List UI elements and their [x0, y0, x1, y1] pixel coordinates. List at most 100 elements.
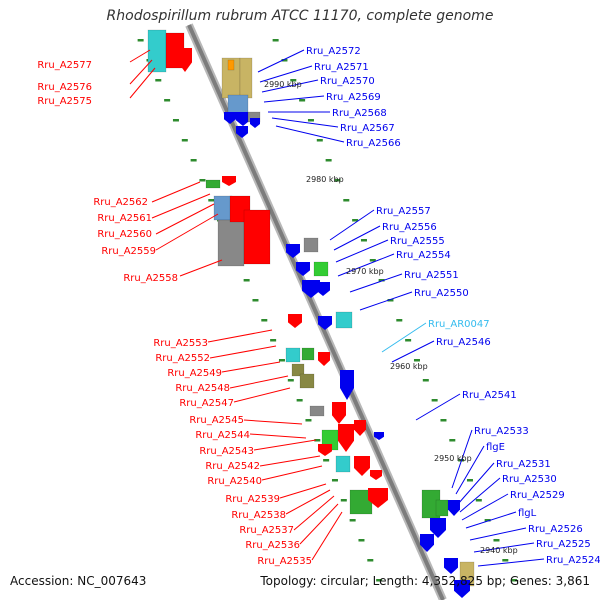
- leader-line: [299, 503, 339, 545]
- tick-mark: [493, 539, 500, 542]
- tick-mark: [466, 479, 473, 482]
- tick-mark: [405, 339, 412, 342]
- leader-line: [259, 455, 321, 467]
- gene-arrow: [318, 352, 330, 366]
- leader-line: [129, 67, 156, 99]
- gene-arrow: [338, 424, 354, 452]
- leader-line: [179, 259, 223, 277]
- gene-label: Rru_A2550: [414, 288, 469, 299]
- leader-line: [151, 181, 201, 203]
- tick-mark: [369, 259, 376, 262]
- tick-mark: [299, 99, 306, 102]
- gene-arrow: [368, 488, 388, 508]
- tick-mark: [287, 379, 294, 382]
- tick-mark: [252, 299, 259, 302]
- leader-line: [415, 393, 461, 421]
- tick-mark: [475, 499, 482, 502]
- leader-line: [257, 49, 305, 73]
- gene-arrow: [316, 282, 330, 296]
- gene-label: Rru_A2536: [245, 540, 300, 551]
- leader-line: [451, 429, 473, 489]
- gene-label: Rru_A2529: [510, 490, 565, 501]
- gene-label: Rru_A2571: [314, 62, 369, 73]
- tick-mark: [172, 119, 179, 122]
- tick-marks: [137, 39, 518, 582]
- tick-mark: [413, 359, 420, 362]
- leader-line: [207, 329, 273, 343]
- gene-arrow: [430, 518, 446, 538]
- gene-block: [217, 219, 245, 267]
- tick-mark: [164, 99, 171, 102]
- leader-line: [233, 387, 291, 403]
- gene-label: Rru_A2556: [382, 222, 437, 233]
- tick-mark: [199, 179, 206, 182]
- gene-block: [213, 195, 233, 221]
- gene-arrow: [340, 370, 354, 400]
- leader-line: [221, 361, 281, 373]
- tick-mark: [484, 519, 491, 522]
- gene-block: [239, 57, 253, 99]
- leader-line: [465, 511, 517, 529]
- tick-mark: [376, 579, 383, 582]
- kbp-label: 2980 kbp: [306, 175, 344, 184]
- gene-arrow: [420, 534, 434, 552]
- gene-label: Rru_A2554: [396, 250, 451, 261]
- tick-mark: [340, 499, 347, 502]
- gene-label: Rru_A2530: [502, 474, 557, 485]
- gene-block: [435, 499, 449, 517]
- gene-arrow: [222, 176, 236, 186]
- tick-mark: [137, 39, 144, 42]
- gene-label: Rru_A2525: [536, 539, 591, 550]
- gene-arrow: [224, 112, 236, 124]
- tick-mark: [281, 59, 288, 62]
- tick-mark: [387, 299, 394, 302]
- leader-line: [129, 49, 151, 63]
- leader-line: [155, 213, 219, 251]
- gene-block: [243, 209, 271, 265]
- gene-label: Rru_A2549: [167, 368, 222, 379]
- leader-line: [261, 79, 319, 93]
- gene-arrow: [288, 314, 302, 328]
- leader-line: [333, 225, 381, 251]
- gene-arrow: [354, 420, 366, 436]
- kbp-label: 2960 kbp: [390, 362, 428, 371]
- gene-arrow: [236, 126, 248, 138]
- gene-labels: Rru_A2577Rru_A2576Rru_A2575Rru_A2562Rru_…: [37, 46, 600, 567]
- gene-arrow: [236, 112, 250, 126]
- gene-label: Rru_A2566: [346, 138, 401, 149]
- leader-line: [381, 322, 427, 353]
- tick-mark: [155, 79, 162, 82]
- tick-mark: [343, 199, 350, 202]
- gene-label: Rru_A2570: [320, 76, 375, 87]
- tick-mark: [243, 279, 250, 282]
- gene-label: flgE: [486, 442, 505, 453]
- kbp-label: 2950 kbp: [434, 454, 472, 463]
- gene-label: Rru_A2577: [37, 60, 92, 71]
- gene-label: Rru_A2558: [123, 273, 178, 284]
- gene-block: [335, 311, 353, 329]
- leader-line: [469, 527, 527, 541]
- gene-arrow: [318, 316, 332, 330]
- tick-mark: [278, 359, 285, 362]
- kbp-label: 2940 kbp: [480, 546, 518, 555]
- label-leader-lines: [129, 49, 545, 567]
- leader-line: [209, 345, 277, 359]
- leader-line: [151, 193, 211, 219]
- leader-line: [261, 465, 323, 481]
- gene-arrow: [370, 470, 382, 480]
- leader-line: [229, 375, 289, 389]
- gene-label: Rru_A2526: [528, 524, 583, 535]
- gene-label: Rru_A2540: [207, 476, 262, 487]
- gene-label: flgL: [518, 508, 537, 519]
- kbp-label: 2970 kbp: [346, 267, 384, 276]
- gene-label: Rru_A2560: [97, 229, 152, 240]
- leader-line: [271, 117, 339, 128]
- leader-line: [359, 291, 413, 311]
- gene-label: Rru_A2569: [326, 92, 381, 103]
- gene-arrow: [250, 118, 260, 128]
- leader-line: [243, 419, 303, 425]
- gene-block: [291, 363, 305, 377]
- tick-mark: [296, 399, 303, 402]
- gene-label: Rru_A2553: [153, 338, 208, 349]
- gene-arrow: [318, 444, 332, 456]
